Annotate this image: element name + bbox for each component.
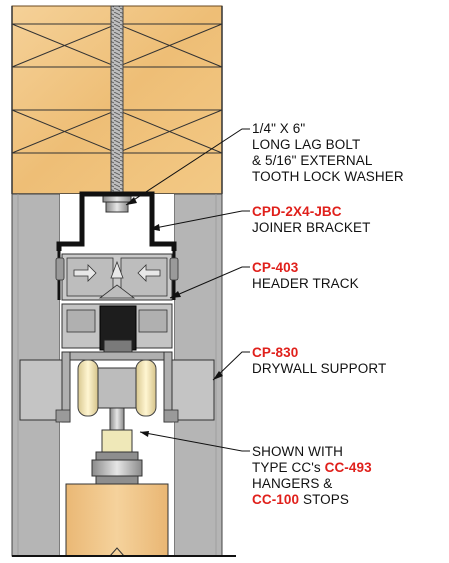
lag-bolt-line1: 1/4" X 6" [252, 121, 306, 136]
leader-lines [125, 128, 250, 452]
trolley-wheels [77, 359, 157, 417]
lag-bolt-line3: & 5/16" EXTERNAL [252, 153, 373, 168]
hangers-type-prefix: TYPE CC's [252, 460, 325, 475]
bracket-description: JOINER BRACKET [252, 220, 371, 235]
hanger-part-number: CC-493 [324, 460, 372, 475]
bracket-part-number: CPD-2X4-JBC [252, 204, 342, 219]
drywall-support [19, 351, 215, 423]
lag-bolt-line2: LONG LAG BOLT [252, 137, 361, 152]
header-track [55, 253, 179, 301]
stops-suffix: STOPS [299, 492, 349, 507]
door-panel [12, 483, 236, 557]
hangers-line1: SHOWN WITH [252, 444, 343, 459]
hanger [91, 407, 143, 485]
stop-part-number: CC-100 [252, 492, 300, 507]
track-part-number: CP-403 [252, 260, 299, 275]
hangers-line4: CC-100 STOPS [252, 492, 349, 508]
lag-bolt [102, 5, 132, 213]
drywall-description: DRYWALL SUPPORT [252, 361, 387, 376]
lag-bolt-line4: TOOTH LOCK WASHER [252, 169, 404, 184]
hangers-line2: TYPE CC's CC-493 [252, 460, 372, 476]
trolley-carriage [61, 303, 173, 357]
track-description: HEADER TRACK [252, 276, 359, 291]
drywall-part-number: CP-830 [252, 345, 299, 360]
hangers-line3: HANGERS & [252, 476, 333, 491]
